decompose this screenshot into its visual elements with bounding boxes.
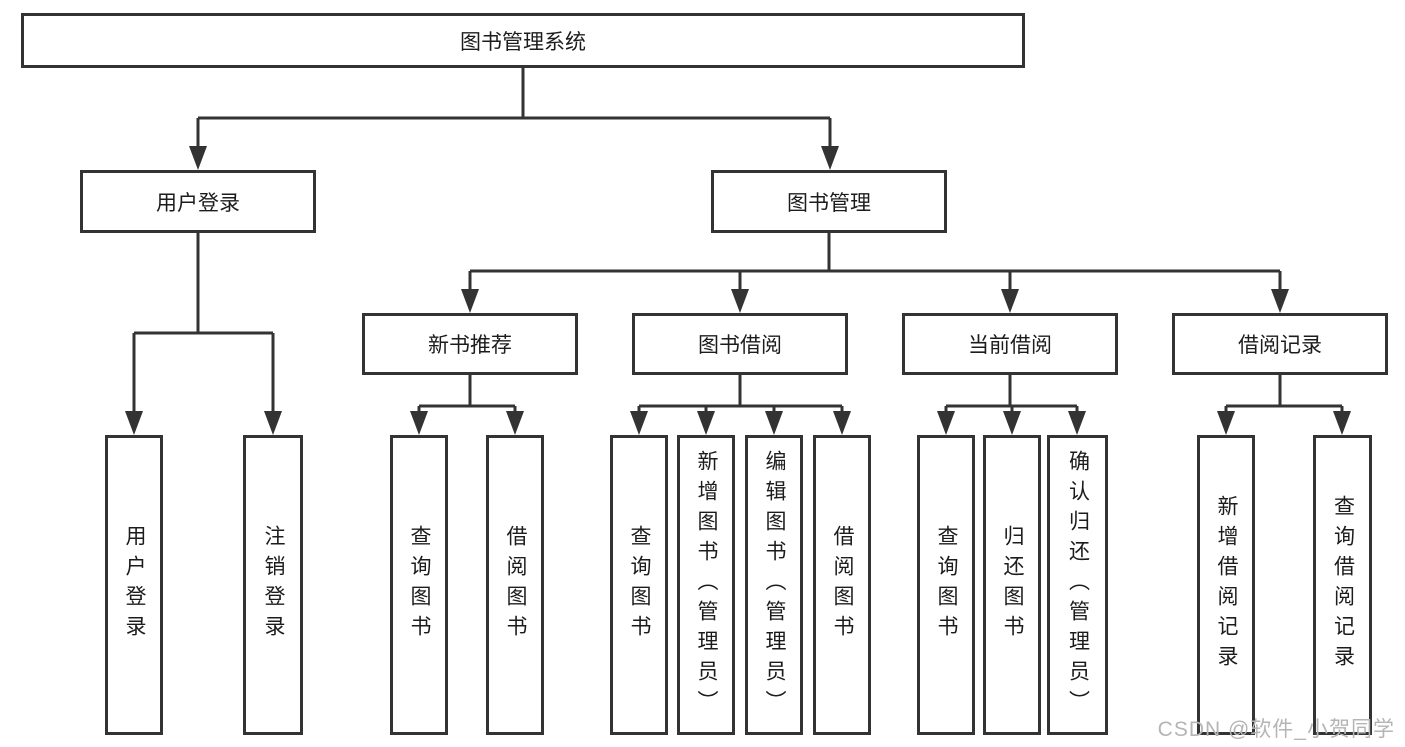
leaf-label: 借阅图书: [504, 525, 527, 645]
leaf-label: 借阅图书: [831, 525, 854, 645]
leaf-confirm-return-admin: 确认归还（管理员）: [1047, 435, 1108, 735]
leaf-label: 归还图书: [1001, 525, 1024, 645]
node-book-management: 图书管理: [711, 170, 947, 233]
watermark-text: CSDN @软件_小贺同学: [1157, 718, 1395, 741]
leaf-label: 新增借阅记录: [1215, 495, 1238, 675]
leaf-label: 查询图书: [408, 525, 431, 645]
leaf-borrow-books: 借阅图书: [813, 435, 871, 735]
leaf-borrow-books-recommend: 借阅图书: [486, 435, 544, 735]
connector-new-book-recommend-branch: [410, 375, 524, 435]
connector-book-management-branch: [461, 233, 1289, 313]
arrowhead-down-icon: [765, 411, 783, 435]
node-label: 借阅记录: [1238, 334, 1322, 357]
leaf-return-book: 归还图书: [983, 435, 1041, 735]
node-borrow-records: 借阅记录: [1172, 313, 1388, 375]
leaf-label: 新增图书（管理员）: [695, 450, 718, 720]
leaf-label: 用户登录: [123, 525, 146, 645]
arrowhead-down-icon: [1001, 289, 1019, 313]
node-current-borrow: 当前借阅: [902, 313, 1118, 375]
leaf-edit-book-admin: 编辑图书（管理员）: [745, 435, 803, 735]
connector-book-borrow-branch: [630, 375, 851, 435]
node-new-book-recommend: 新书推荐: [362, 313, 578, 375]
leaf-logout: 注销登录: [243, 435, 303, 735]
arrowhead-down-icon: [1068, 411, 1086, 435]
arrowhead-down-icon: [1217, 411, 1235, 435]
arrowhead-down-icon: [461, 289, 479, 313]
node-root-system: 图书管理系统: [21, 13, 1025, 68]
node-label: 图书借阅: [698, 334, 782, 357]
leaf-label: 确认归还（管理员）: [1066, 450, 1090, 720]
leaf-label: 查询图书: [628, 525, 651, 645]
leaf-query-books-current: 查询图书: [917, 435, 975, 735]
arrowhead-down-icon: [1003, 411, 1021, 435]
node-book-borrow: 图书借阅: [632, 313, 848, 375]
leaf-label: 编辑图书（管理员）: [763, 450, 786, 720]
leaf-query-books-borrow: 查询图书: [610, 435, 668, 735]
node-label: 图书管理系统: [460, 30, 586, 54]
node-label: 图书管理: [787, 191, 871, 215]
leaf-query-borrow-record: 查询借阅记录: [1313, 435, 1372, 735]
arrowhead-down-icon: [630, 411, 648, 435]
arrowhead-down-icon: [1333, 411, 1351, 435]
leaf-add-book-admin: 新增图书（管理员）: [677, 435, 735, 735]
arrowhead-down-icon: [731, 289, 749, 313]
arrowhead-down-icon: [410, 411, 428, 435]
arrowhead-down-icon: [833, 411, 851, 435]
arrowhead-down-icon: [1271, 289, 1289, 313]
node-label: 新书推荐: [428, 334, 512, 357]
arrowhead-down-icon: [821, 146, 839, 170]
connector-borrow-records-branch: [1217, 375, 1351, 435]
node-label: 当前借阅: [968, 334, 1052, 357]
leaf-query-books-recommend: 查询图书: [390, 435, 448, 735]
node-label: 用户登录: [156, 191, 240, 215]
connector-current-borrow-branch: [937, 375, 1086, 435]
connector-root-to-level2: [189, 68, 839, 170]
leaf-label: 查询图书: [935, 525, 958, 645]
arrowhead-down-icon: [697, 411, 715, 435]
arrowhead-down-icon: [125, 411, 143, 435]
leaf-user-login: 用户登录: [105, 435, 163, 735]
connector-user-login-branch: [125, 233, 282, 435]
arrowhead-down-icon: [264, 411, 282, 435]
leaf-add-borrow-record: 新增借阅记录: [1197, 435, 1255, 735]
arrowhead-down-icon: [189, 146, 207, 170]
leaf-label: 查询借阅记录: [1331, 495, 1355, 675]
arrowhead-down-icon: [937, 411, 955, 435]
leaf-label: 注销登录: [262, 525, 285, 645]
node-user-login: 用户登录: [80, 170, 316, 233]
arrowhead-down-icon: [506, 411, 524, 435]
